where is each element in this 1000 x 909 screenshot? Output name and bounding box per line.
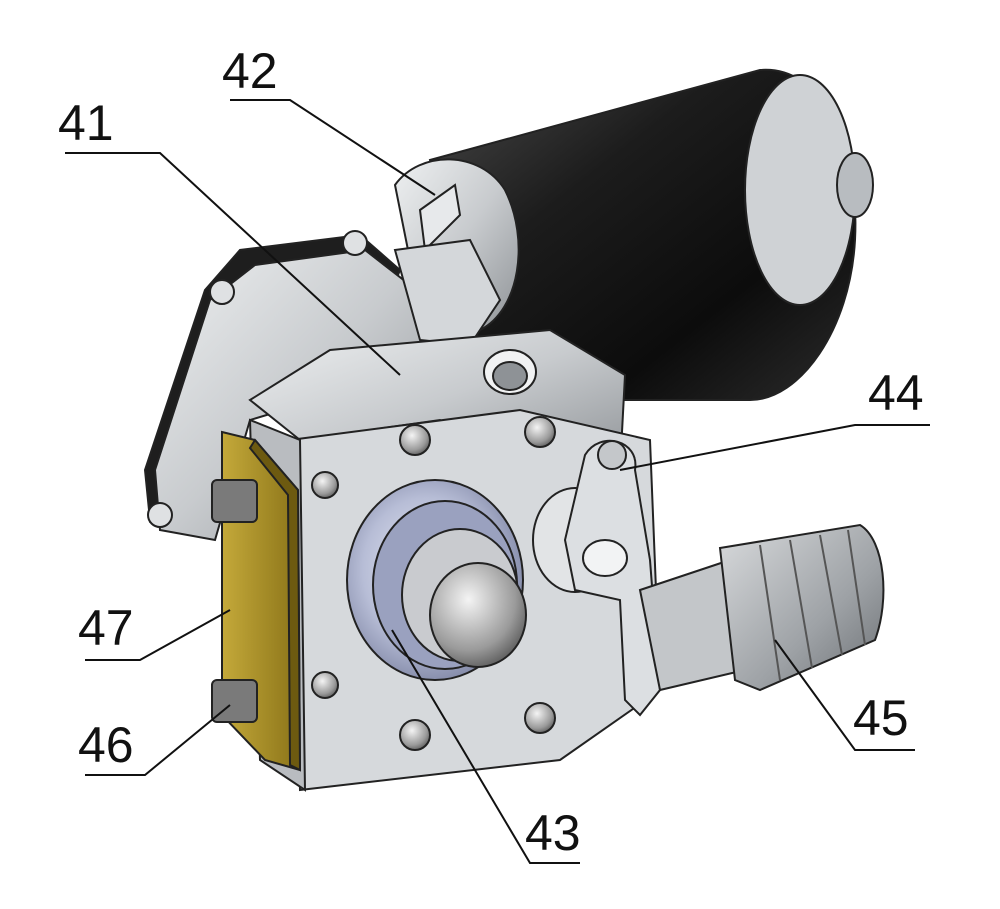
circuit-board-assembly	[211, 430, 302, 772]
housing-screw-3	[147, 502, 173, 528]
motor-shaft-stub	[836, 152, 874, 218]
leader-44	[619, 424, 930, 471]
screw-side-lower	[311, 671, 339, 699]
leader-42	[230, 99, 436, 196]
tension-knob	[638, 523, 885, 692]
housing-screw-2	[342, 230, 368, 256]
screw-bottom-right	[524, 702, 556, 734]
knob-ridges	[759, 529, 866, 681]
pressure-arm	[532, 439, 662, 717]
leader-47	[85, 609, 231, 661]
frame-mount-hole-inner	[492, 361, 528, 391]
lever-plate	[563, 439, 662, 717]
callout-44: 44	[868, 365, 924, 421]
leader-46	[85, 704, 231, 776]
motor-clamp-tab	[418, 183, 462, 253]
callout-43: 43	[525, 805, 581, 861]
lever-pivot	[597, 440, 627, 470]
leader-43	[391, 629, 580, 864]
frame-screws	[311, 416, 556, 751]
gearbox-neck	[393, 238, 502, 347]
pulley-cap	[429, 562, 527, 668]
callout-41: 41	[58, 95, 114, 151]
lever-spring-clip	[582, 539, 628, 577]
callout-labels: 41 42 43 44 45 46 47	[58, 43, 924, 861]
leader-45	[774, 639, 915, 751]
connector-upper	[211, 479, 258, 523]
screw-top-left	[399, 424, 431, 456]
callout-47: 47	[78, 600, 134, 656]
leader-lines	[65, 99, 930, 864]
drive-wheel	[346, 479, 527, 681]
callout-45: 45	[853, 690, 909, 746]
screw-bottom-left	[399, 719, 431, 751]
circuit-board-edge	[248, 438, 302, 772]
leader-41	[65, 152, 401, 376]
callout-42: 42	[222, 43, 278, 99]
callout-46: 46	[78, 717, 134, 773]
connector-lower	[211, 679, 258, 723]
screw-top-right	[524, 416, 556, 448]
housing-screw-1	[209, 279, 235, 305]
screw-side-upper	[311, 471, 339, 499]
